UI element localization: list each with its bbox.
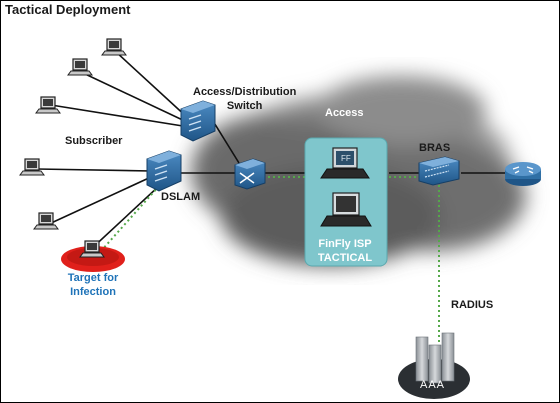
access-label: Access [325, 107, 364, 119]
dslam-label: DSLAM [161, 191, 201, 203]
finfly-label-line1: FinFly ISP [318, 238, 372, 250]
finfly-label: FinFly ISP TACTICAL [303, 237, 387, 265]
monitor-laptop-icon: FF [320, 147, 370, 179]
laptop-icon [33, 212, 59, 230]
subscriber-label: Subscriber [65, 135, 123, 147]
finfly-label-line2: TACTICAL [317, 252, 373, 264]
switch-label: Access/Distribution Switch [193, 85, 296, 113]
radius-label: RADIUS [451, 299, 494, 311]
laptop-icon [67, 58, 93, 76]
laptop-icon [79, 240, 105, 258]
server-icon [398, 332, 470, 399]
aaa-label: AAA [420, 379, 446, 391]
laptop-icon [19, 158, 45, 176]
aggregation-switch-icon [234, 158, 266, 190]
target-label-line1: Target for [67, 272, 119, 284]
diagram-title: Tactical Deployment [5, 2, 131, 17]
switch-label-line2: Switch [226, 100, 263, 112]
laptop-icon [35, 96, 61, 114]
switch-label-line1: Access/Distribution [193, 86, 297, 98]
target-label: Target for Infection [59, 271, 127, 299]
bras-label: BRAS [419, 142, 451, 154]
tactical-laptop-icon [320, 192, 372, 227]
switch-icon [180, 100, 216, 142]
router-icon [505, 162, 541, 186]
subscriber-links [36, 50, 506, 252]
laptop-icon [101, 38, 127, 56]
dslam-icon [146, 150, 182, 192]
finfly-tactical-box: FF [304, 137, 388, 267]
target-laptop [61, 240, 125, 272]
target-label-line2: Infection [70, 286, 116, 298]
monitoring-links [100, 176, 440, 343]
svg-text:FF: FF [341, 154, 351, 163]
bras-icon [418, 156, 460, 186]
